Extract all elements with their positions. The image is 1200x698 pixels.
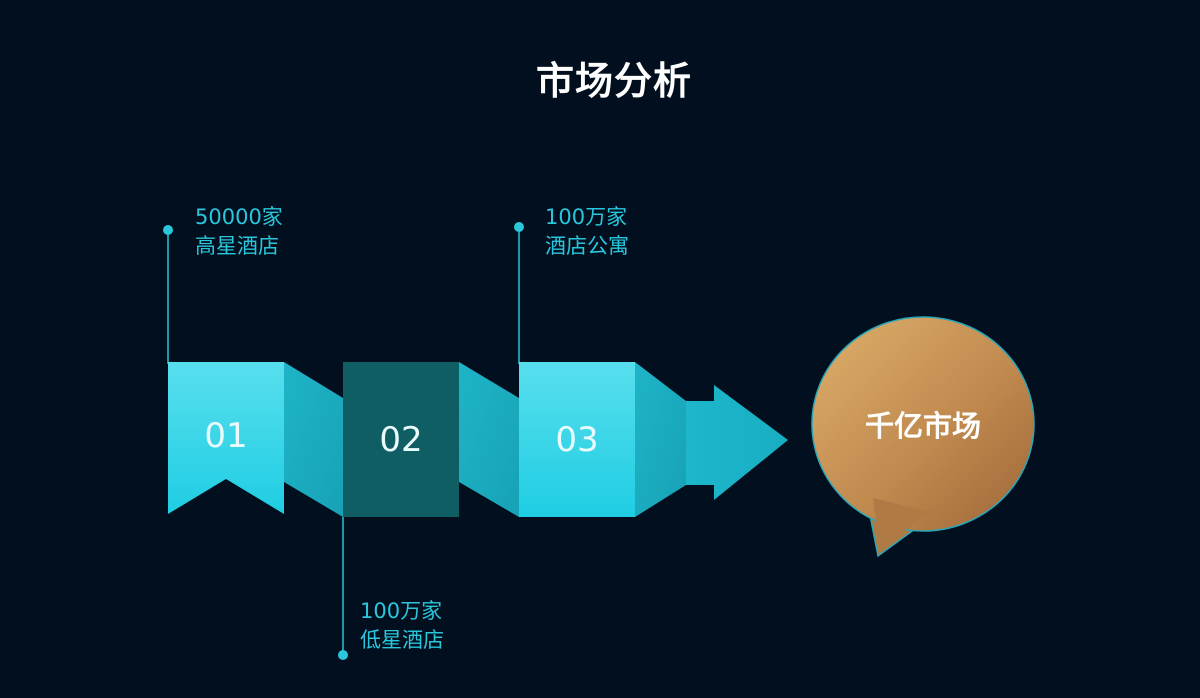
leader-dot-03	[514, 222, 524, 232]
step-02-annotation: 100万家 低星酒店	[360, 597, 444, 655]
step-01-count: 50000家	[195, 205, 283, 229]
ribbon-arrow	[686, 385, 788, 500]
result-bubble	[811, 316, 1035, 558]
step-03-label: 酒店公寓	[545, 234, 629, 258]
step-03-block	[519, 362, 635, 517]
page-title: 市场分析	[535, 59, 692, 103]
step-03-number: 03	[555, 420, 598, 460]
ribbon-fold-1	[284, 362, 343, 517]
step-02-number: 02	[379, 420, 422, 460]
step-02-block	[343, 362, 459, 517]
step-02-label: 低星酒店	[360, 628, 444, 652]
step-02-count: 100万家	[360, 599, 443, 623]
step-01-label: 高星酒店	[195, 234, 279, 258]
step-01-annotation: 50000家 高星酒店	[195, 203, 283, 261]
ribbon-fold-2	[459, 362, 519, 517]
step-03-annotation: 100万家 酒店公寓	[545, 203, 629, 261]
leader-dot-01	[163, 225, 173, 235]
step-01-number: 01	[204, 416, 247, 456]
ribbon-fold-3	[635, 362, 686, 517]
step-03-count: 100万家	[545, 205, 628, 229]
step-01-block	[168, 362, 284, 514]
leader-dot-02	[338, 650, 348, 660]
result-label: 千亿市场	[865, 409, 981, 443]
